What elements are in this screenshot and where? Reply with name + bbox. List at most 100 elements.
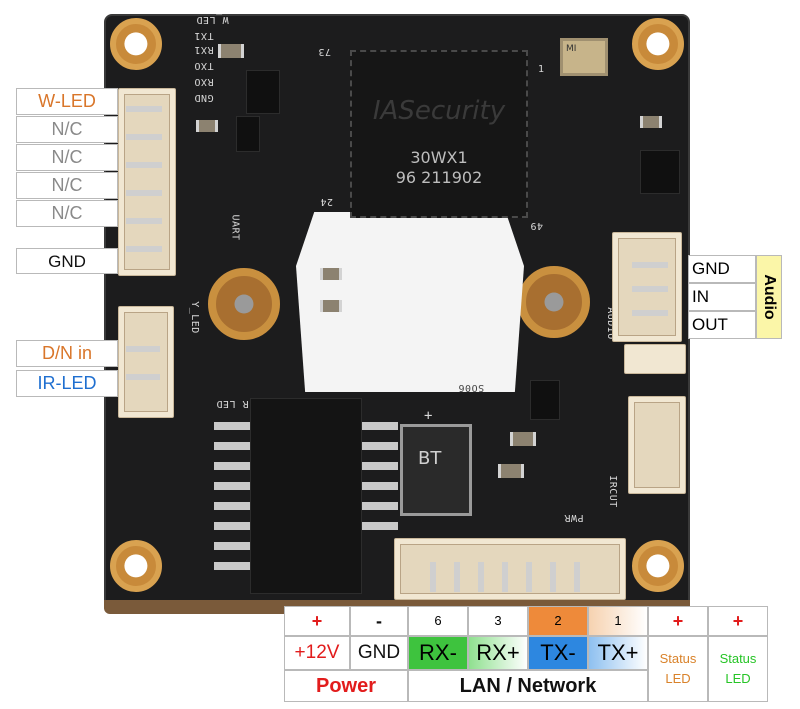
lens-mount-hole-left (208, 268, 280, 340)
sign-status-led-green: + (708, 606, 768, 636)
silk-yled: Y_LED (188, 301, 200, 334)
silk-uart: UART (229, 214, 241, 241)
silk-so06: SO06 (458, 382, 485, 393)
transformer-pin (214, 542, 250, 550)
audio-connector-lower (624, 344, 686, 374)
smd-part (510, 432, 536, 446)
silk-pwr: PWR (564, 512, 584, 523)
chip-code: 96 211902 (395, 168, 483, 187)
label-ir-led: IR-LED (16, 370, 118, 397)
audio-title-tag: Audio (756, 255, 782, 339)
label-nc-4: N/C (16, 200, 118, 227)
transformer-pin (214, 562, 250, 570)
transformer-pin (362, 502, 398, 510)
silk-ircut: IRCUT (606, 475, 618, 508)
audio-gnd: GND (688, 255, 756, 283)
silk-txo: TXO (194, 60, 214, 71)
label-dn-in: D/N in (16, 340, 118, 367)
label-rx-minus: RX- (408, 636, 468, 670)
connector-pin (574, 562, 580, 592)
transformer-pin (362, 462, 398, 470)
label-12v: +12V (284, 636, 350, 670)
small-ic (530, 380, 560, 420)
small-ic (640, 150, 680, 194)
pin-number-2: 2 (528, 606, 588, 636)
sign-minus-gnd: - (350, 606, 408, 636)
pin-number-6: 6 (408, 606, 468, 636)
connector-pin (126, 346, 160, 352)
silk-rled: R LED (216, 398, 249, 409)
connector-pin (632, 310, 668, 316)
transformer-pin (362, 442, 398, 450)
label-nc-3: N/C (16, 172, 118, 199)
transformer-pin (362, 482, 398, 490)
mounting-hole-bottom-left (110, 540, 162, 592)
connector-pin (550, 562, 556, 592)
silk-rx1: RX1 (194, 44, 214, 55)
sign-status-led-orange: + (648, 606, 708, 636)
smd-part (196, 120, 218, 132)
silk-wled: W_LED (196, 14, 229, 25)
audio-title: Audio (761, 274, 778, 320)
mounting-hole-top-left (110, 18, 162, 70)
connector-pin (478, 562, 484, 592)
pin-number-1: 1 (588, 606, 648, 636)
label-tx-plus: TX+ (588, 636, 648, 670)
connector-pin (126, 162, 162, 168)
group-power: Power (284, 670, 408, 702)
smd-part (640, 116, 662, 128)
transformer-pin (214, 522, 250, 530)
label-status-led-orange: Status LED (648, 636, 708, 702)
transformer-pin (362, 522, 398, 530)
connector-pin (526, 562, 532, 592)
ircut-connector (628, 396, 686, 494)
connector-pin (632, 262, 668, 268)
crystal (560, 38, 608, 76)
connector-pin (454, 562, 460, 592)
small-ic (236, 116, 260, 152)
transformer-pin (214, 502, 250, 510)
silk-tx1: TX1 (194, 30, 214, 41)
label-nc-1: N/C (16, 116, 118, 143)
silk-gnd: GND (194, 92, 214, 103)
connector-pin (126, 190, 162, 196)
audio-in: IN (688, 283, 756, 311)
small-ic (246, 70, 280, 114)
chip-model: 30WX1 (410, 148, 468, 167)
smd-part (320, 268, 342, 280)
group-lan-network: LAN / Network (408, 670, 648, 702)
network-power-connector (394, 538, 626, 600)
label-gnd: GND (16, 248, 118, 274)
transformer-pin (214, 482, 250, 490)
silk-pin1: 1 (538, 64, 545, 75)
smd-part (218, 44, 244, 58)
wled-connector (118, 88, 176, 276)
connector-pin (126, 246, 162, 252)
label-nc-2: N/C (16, 144, 118, 171)
bt-label: BT (418, 448, 442, 469)
ethernet-transformer (250, 398, 362, 594)
connector-pin (126, 374, 160, 380)
silk-73: 73 (318, 46, 332, 57)
crystal-mark: MI (566, 44, 577, 54)
mounting-hole-bottom-right (632, 540, 684, 592)
mounting-hole-top-right (632, 18, 684, 70)
dn-irled-connector (118, 306, 174, 418)
smd-part (498, 464, 524, 478)
main-soc-chip (350, 50, 528, 218)
label-rx-plus: RX+ (468, 636, 528, 670)
label-status-led-green: Status LED (708, 636, 768, 702)
chip-brand: IASecurity (372, 96, 506, 126)
audio-out: OUT (688, 311, 756, 339)
silk-49: 49 (530, 220, 544, 231)
connector-pin (126, 106, 162, 112)
label-tx-minus: TX- (528, 636, 588, 670)
connector-pin (126, 134, 162, 140)
transformer-pin (214, 422, 250, 430)
bt-component (400, 424, 472, 516)
transformer-pin (214, 442, 250, 450)
lens-mount-hole-right (518, 266, 590, 338)
label-wled: W-LED (16, 88, 118, 115)
silk-24: 24 (320, 196, 334, 207)
sign-plus-12v: + (284, 606, 350, 636)
